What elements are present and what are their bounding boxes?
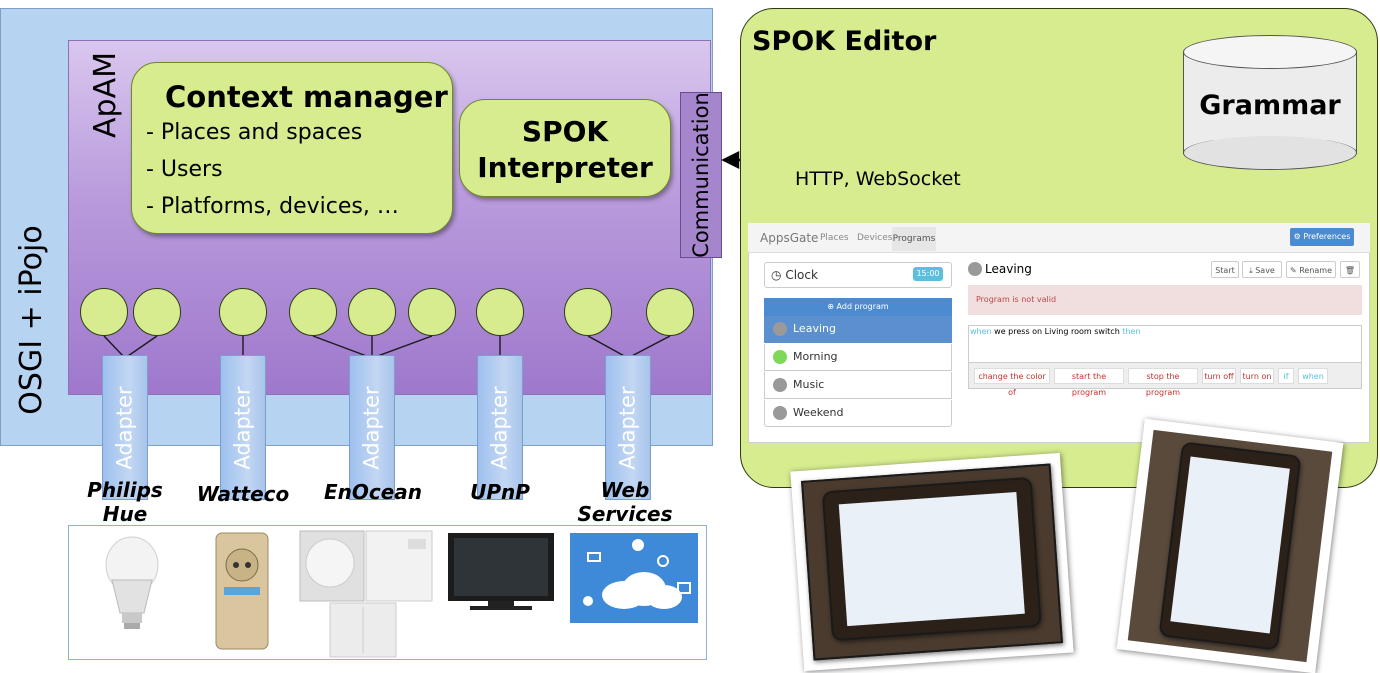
- hue-bulb-icon: [105, 536, 159, 629]
- keyword-start-program[interactable]: start the program: [1054, 368, 1124, 397]
- nav-programs[interactable]: Programs: [892, 227, 936, 251]
- context-item-users: - Users: [146, 157, 223, 182]
- adapter-web-services: [605, 355, 651, 500]
- preferences-button[interactable]: ⚙ Preferences: [1290, 228, 1354, 246]
- nav-places[interactable]: Places: [820, 233, 849, 243]
- spok-interpreter-line-2: Interpreter: [477, 151, 653, 184]
- http-websocket-label: HTTP, WebSocket: [795, 168, 961, 190]
- device-photos: [105, 530, 698, 658]
- adapter-enocean: [349, 355, 395, 500]
- service-circle: [289, 288, 337, 336]
- grammar-cylinder-top: [1183, 35, 1357, 69]
- rule-text: when we press on Living room switch then: [970, 327, 1141, 336]
- program-name: Music: [793, 378, 825, 391]
- program-title: Leaving: [985, 262, 1032, 276]
- service-circle: [80, 288, 128, 336]
- app-navbar: [748, 223, 1370, 253]
- clock-time-badge: 15:00: [913, 267, 943, 281]
- context-manager-title: Context manager: [165, 80, 448, 114]
- device-label-line: Services: [577, 502, 673, 526]
- service-circle: [476, 288, 524, 336]
- adapter-label: Adapter: [359, 386, 384, 470]
- program-item-music[interactable]: Music: [764, 372, 952, 399]
- nav-devices[interactable]: Devices: [857, 233, 893, 243]
- adapter-upnp: [477, 355, 523, 500]
- keyword-change-color[interactable]: change the color of: [974, 368, 1050, 397]
- adapter-watteco: [220, 355, 266, 500]
- app-brand: AppsGate: [760, 231, 819, 245]
- save-button[interactable]: ⤓ Save: [1242, 261, 1282, 278]
- service-circle: [646, 288, 694, 336]
- program-item-weekend[interactable]: Weekend: [764, 400, 952, 427]
- service-circle: [219, 288, 267, 336]
- tablet-photo-portrait: [1116, 418, 1344, 673]
- add-program-button[interactable]: ⊕ Add program: [764, 298, 952, 316]
- clock-label: ◷ Clock: [771, 268, 818, 282]
- device-label-web-services: Web Services: [570, 478, 680, 526]
- device-label-line: Philips: [87, 478, 163, 502]
- clock-widget[interactable]: [764, 262, 952, 288]
- program-item-morning[interactable]: Morning: [764, 344, 952, 371]
- status-dot-icon: [773, 350, 787, 364]
- service-circle: [348, 288, 396, 336]
- watteco-plug-icon: [215, 532, 269, 650]
- rule-when-keyword: when: [970, 327, 992, 336]
- status-dot-icon: [773, 378, 787, 392]
- adapter-label: Adapter: [230, 386, 255, 470]
- service-circle: [408, 288, 456, 336]
- context-item-places: - Places and spaces: [146, 120, 363, 145]
- program-name: Morning: [793, 350, 838, 363]
- adapter-label: Adapter: [487, 386, 512, 470]
- clock-text: Clock: [785, 268, 818, 282]
- device-label-watteco: Watteco: [196, 482, 290, 506]
- rule-condition: we press on Living room switch: [991, 327, 1123, 336]
- service-circle: [564, 288, 612, 336]
- communication-box: [680, 92, 722, 258]
- enocean-sensors-icon: [299, 530, 433, 658]
- service-circle: [133, 288, 181, 336]
- device-label-enocean: EnOcean: [323, 480, 423, 504]
- web-services-cloud-icon: [570, 533, 698, 623]
- rule-then-keyword: then: [1122, 327, 1141, 336]
- delete-button[interactable]: 🗑: [1340, 261, 1360, 278]
- status-dot-icon: [773, 406, 787, 420]
- tablet-screen: [1170, 456, 1290, 634]
- upnp-tv-icon: [448, 533, 554, 610]
- start-button[interactable]: Start: [1211, 261, 1239, 278]
- program-item-leaving[interactable]: Leaving: [764, 316, 952, 343]
- program-name: Leaving: [793, 322, 836, 335]
- program-name: Weekend: [793, 406, 844, 419]
- device-label-line: Web: [600, 478, 650, 502]
- adapter-philips: [102, 355, 148, 500]
- rename-button[interactable]: ✎ Rename: [1286, 261, 1336, 278]
- program-status-dot-icon: [968, 262, 982, 276]
- grammar-cylinder-bottom: [1183, 136, 1357, 170]
- keyword-stop-program[interactable]: stop the program: [1128, 368, 1198, 397]
- tablet-screen: [838, 491, 1025, 627]
- context-manager-box: [131, 62, 453, 234]
- spok-interpreter-line-1: SPOK: [521, 115, 609, 148]
- tablet-photo-landscape: [790, 452, 1074, 672]
- keyword-turn-off[interactable]: turn off: [1202, 368, 1236, 384]
- keyword-if[interactable]: if: [1278, 368, 1294, 384]
- device-label-upnp: UPnP: [470, 480, 530, 504]
- invalid-program-alert: Program is not valid: [968, 285, 1362, 315]
- spok-editor-title: SPOK Editor: [752, 26, 937, 57]
- status-dot-icon: [773, 322, 787, 336]
- spok-interpreter-label: SPOK Interpreter: [459, 114, 671, 186]
- keyword-when[interactable]: when: [1298, 368, 1328, 384]
- grammar-label: Grammar: [1199, 90, 1341, 121]
- spok-interpreter-box: [459, 99, 671, 197]
- context-item-platforms: - Platforms, devices, …: [146, 194, 399, 219]
- clock-icon: ◷: [771, 268, 782, 282]
- keyword-turn-on[interactable]: turn on: [1240, 368, 1274, 384]
